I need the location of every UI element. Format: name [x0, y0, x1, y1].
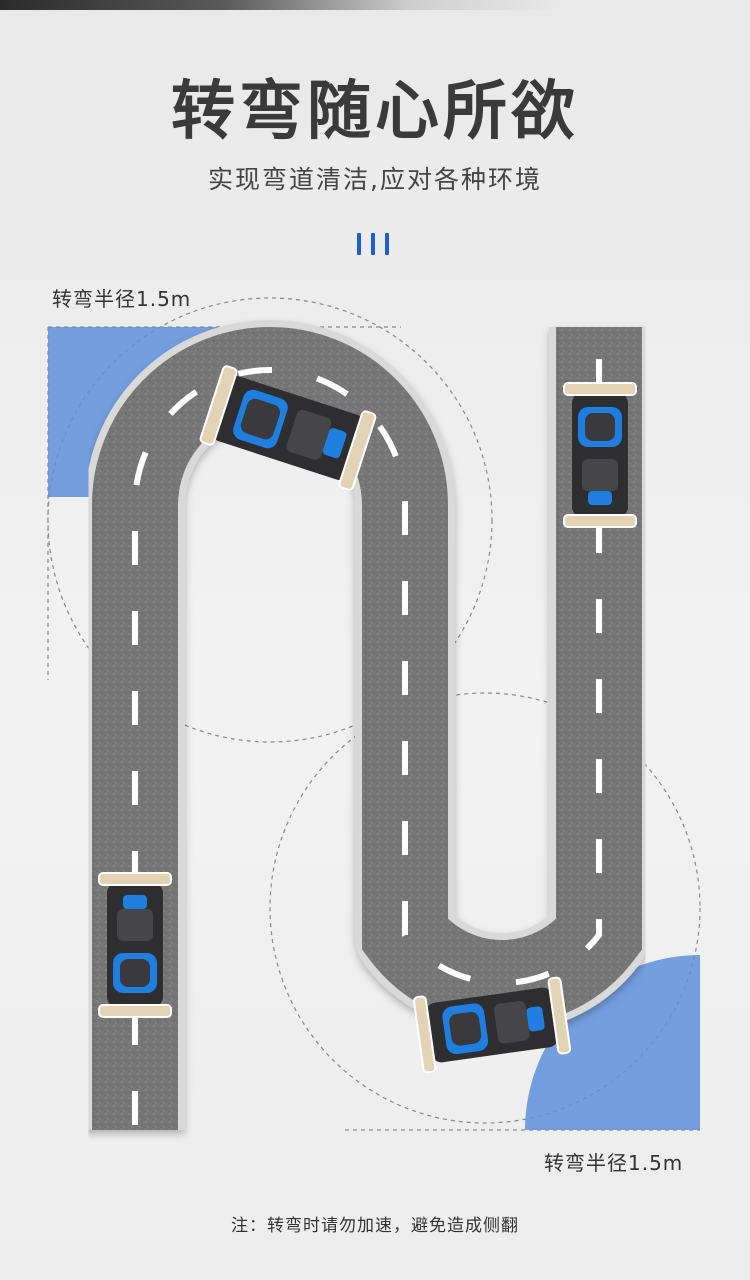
turn-radius-label-bottom: 转弯半径1.5m	[544, 1151, 684, 1175]
machine-on-top-curve	[199, 365, 377, 491]
divider-bar	[357, 233, 361, 255]
safety-note: 注：转弯时请勿加速，避免造成侧翻	[231, 1216, 519, 1236]
turn-circle-top	[47, 297, 493, 743]
cleaning-machine-icon	[98, 365, 637, 1074]
page-title: 转弯随心所欲	[171, 75, 579, 149]
turn-radius-label-top: 转弯半径1.5m	[52, 287, 192, 311]
title-divider-marks	[357, 233, 397, 255]
divider-bar	[371, 233, 375, 255]
divider-bar	[385, 233, 389, 255]
machine-on-bottom-curve	[412, 976, 572, 1074]
turn-radius-zone-bottom	[525, 955, 700, 1130]
page-subtitle: 实现弯道清洁,应对各种环境	[208, 165, 542, 194]
top-banner-edge	[0, 0, 750, 10]
lane-marking	[132, 335, 602, 1125]
turn-circle-bottom	[269, 692, 701, 1124]
machine-on-left-lane	[98, 872, 172, 1018]
machine-on-right-lane	[563, 382, 637, 528]
